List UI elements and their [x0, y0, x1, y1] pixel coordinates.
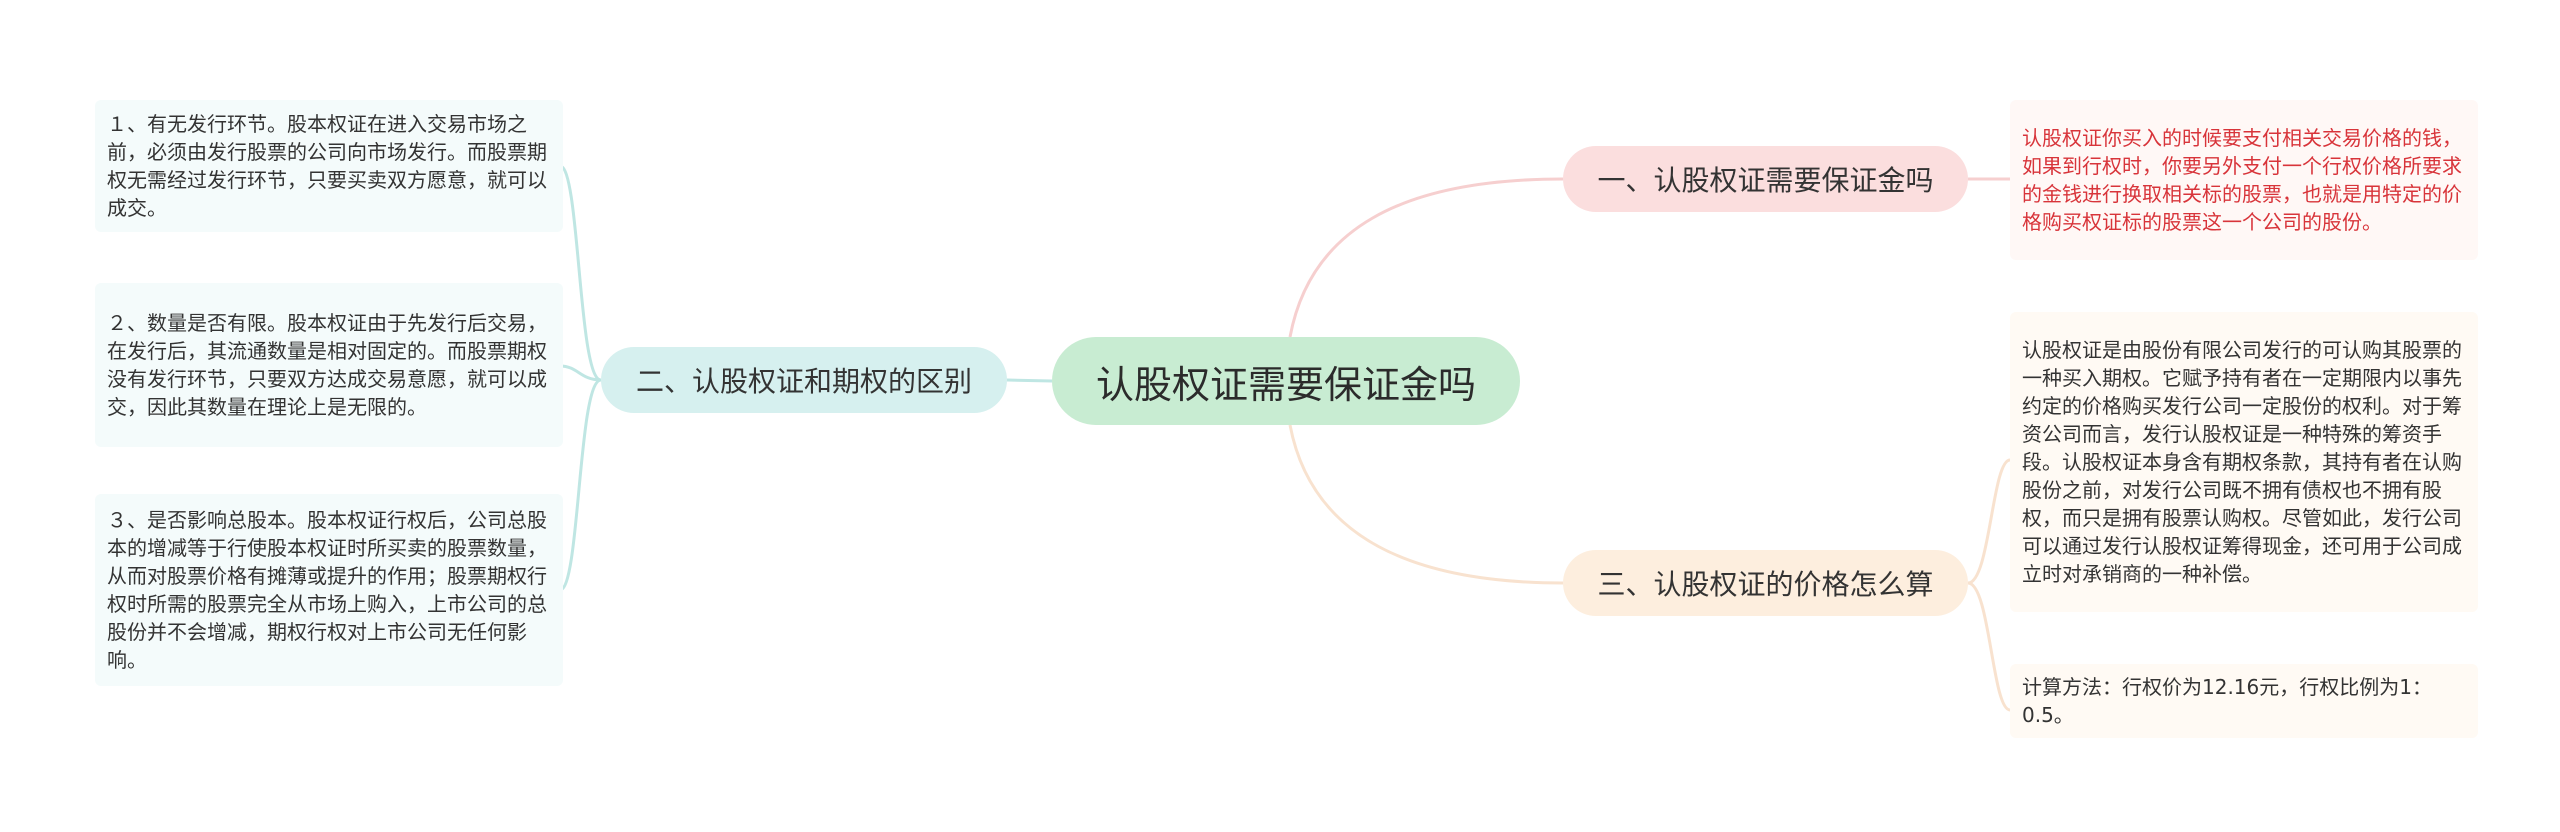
branch-2-leaf-2[interactable]: ２、数量是否有限。股本权证由于先发行后交易，在发行后，其流通数量是相对固定的。而…	[95, 283, 563, 447]
branch-3-leaf-2-text: 计算方法：行权价为12.16元，行权比例为1：0.5。	[2022, 675, 2432, 727]
branch-1-leaf-1[interactable]: 认股权证你买入的时候要支付相关交易价格的钱，如果到行权时，你要另外支付一个行权价…	[2010, 100, 2478, 260]
branch-2-leaf-1[interactable]: １、有无发行环节。股本权证在进入交易市场之前，必须由发行股票的公司向市场发行。而…	[95, 100, 563, 232]
branch-1[interactable]: 一、认股权证需要保证金吗	[1563, 146, 1968, 212]
branch-2-leaf-3-text: ３、是否影响总股本。股本权证行权后，公司总股本的增减等于行使股本权证时所买卖的股…	[107, 508, 547, 672]
branch-2[interactable]: 二、认股权证和期权的区别	[601, 347, 1007, 413]
branch-3-leaf-1[interactable]: 认股权证是由股份有限公司发行的可认购其股票的一种买入期权。它赋予持有者在一定期限…	[2010, 312, 2478, 612]
branch-1-leaf-1-text: 认股权证你买入的时候要支付相关交易价格的钱，如果到行权时，你要另外支付一个行权价…	[2022, 126, 2462, 234]
branch-2-label: 二、认股权证和期权的区别	[635, 365, 972, 398]
branch-2-leaf-3[interactable]: ３、是否影响总股本。股本权证行权后，公司总股本的增减等于行使股本权证时所买卖的股…	[95, 494, 563, 686]
branch-2-leaf-1-text: １、有无发行环节。股本权证在进入交易市场之前，必须由发行股票的公司向市场发行。而…	[107, 112, 547, 220]
branch-2-leaf-2-text: ２、数量是否有限。股本权证由于先发行后交易，在发行后，其流通数量是相对固定的。而…	[107, 311, 547, 419]
branch-3[interactable]: 三、认股权证的价格怎么算	[1563, 550, 1968, 616]
root-topic[interactable]: 认股权证需要保证金吗	[1052, 337, 1520, 425]
root-topic-label: 认股权证需要保证金吗	[1095, 362, 1476, 407]
branch-3-leaf-2[interactable]: 计算方法：行权价为12.16元，行权比例为1：0.5。	[2010, 664, 2478, 738]
branch-1-label: 一、认股权证需要保证金吗	[1597, 164, 1934, 197]
branch-3-label: 三、认股权证的价格怎么算	[1597, 568, 1934, 601]
branch-3-leaf-1-text: 认股权证是由股份有限公司发行的可认购其股票的一种买入期权。它赋予持有者在一定期限…	[2022, 338, 2462, 586]
